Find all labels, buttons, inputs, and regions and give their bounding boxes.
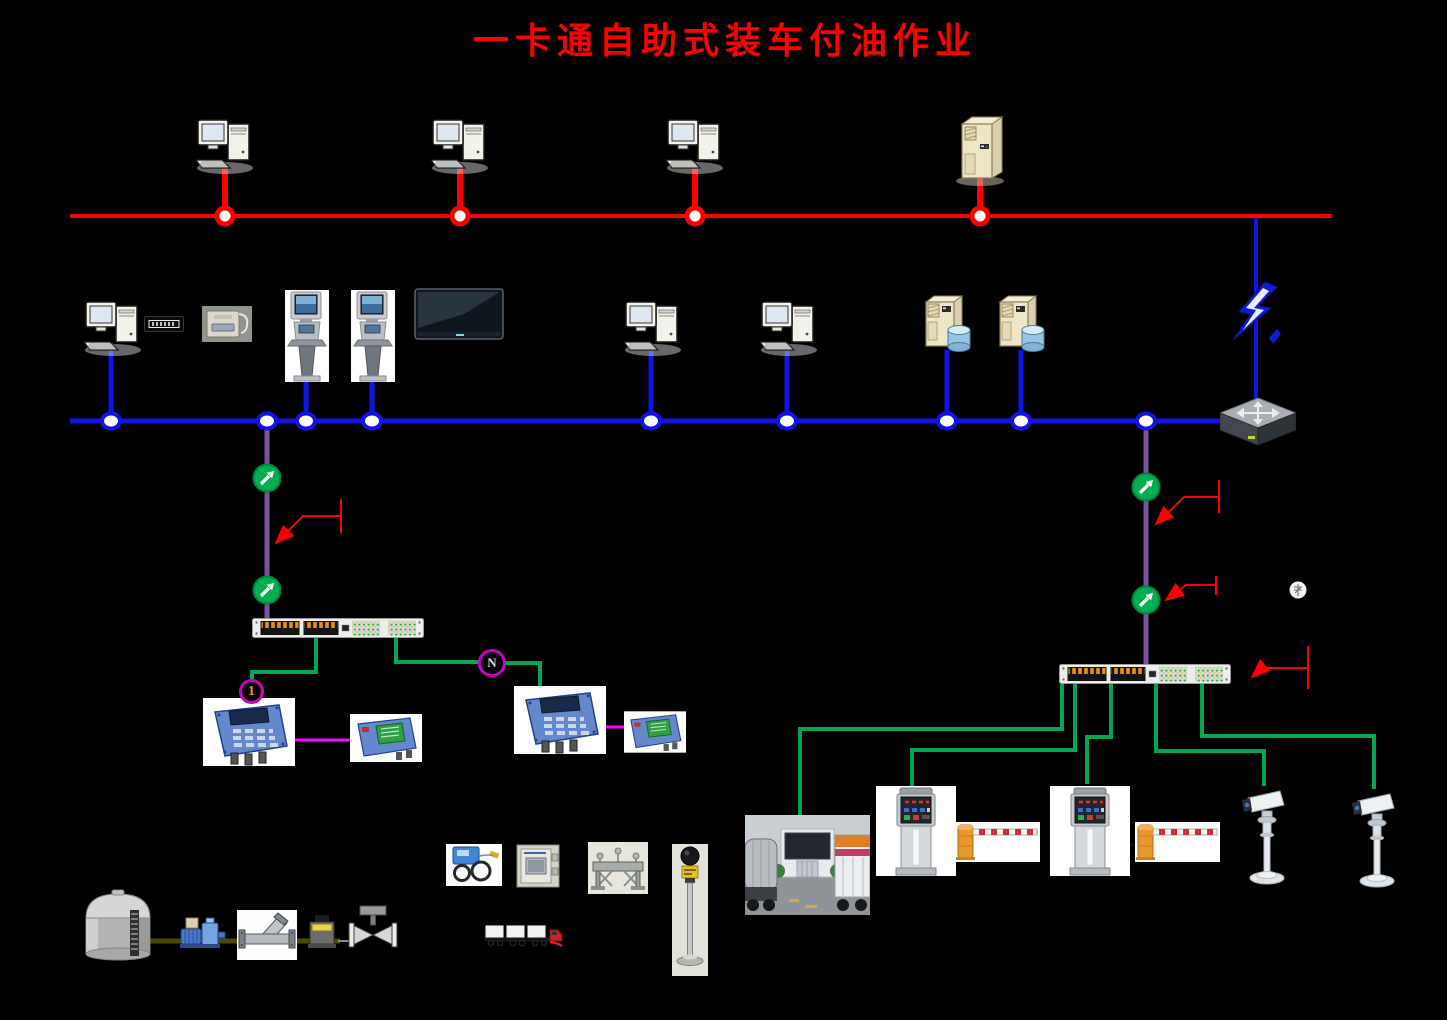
junction-layer	[100, 205, 1157, 431]
cctv-camera-icon-2	[1351, 793, 1395, 888]
workstation-icon-3	[665, 119, 724, 175]
workstation-icon-1	[195, 119, 254, 175]
small-glyph-marker	[1289, 581, 1307, 599]
card-reader-icon	[202, 306, 252, 342]
loading-site-photo	[745, 815, 870, 915]
loading-spot-label-nth: N	[478, 649, 506, 677]
cctv-camera-icon-1	[1241, 790, 1285, 885]
wire-layer	[70, 166, 1376, 944]
batch-controller-icon-1	[203, 698, 295, 766]
fiber-converter-icon-r2	[1131, 585, 1161, 615]
fiber-converter-icon-l2	[252, 575, 282, 605]
serial-server-icon-2	[1058, 664, 1232, 684]
database-server-icon-1	[925, 295, 971, 353]
database-server-icon-2	[999, 295, 1045, 353]
control-valve-icon	[348, 905, 398, 948]
storage-tank-icon	[85, 889, 151, 961]
workstation-icon-2	[430, 119, 489, 175]
page-title: 一卡通自助式装车付油作业	[472, 21, 977, 61]
lan-bus-drops	[108, 346, 1024, 421]
office-bus-junctions	[214, 205, 991, 227]
y-strainer-icon	[237, 910, 297, 960]
callout-leader-r2	[1164, 582, 1216, 602]
self-service-kiosk-icon-1	[285, 290, 329, 382]
indicator-box-icon	[144, 316, 184, 332]
lane-terminal-icon-1	[876, 786, 956, 876]
callout-leader-left	[274, 515, 341, 545]
device-layer	[83, 116, 1395, 976]
io-module-icon-2	[624, 710, 686, 754]
tanker-truck-icon	[483, 923, 564, 948]
serial-server-icon-1	[252, 618, 424, 638]
display-screen-icon	[414, 288, 504, 340]
callout-layer	[274, 480, 1309, 689]
level-probe-icon	[672, 844, 708, 976]
fiber-converter-icon-r1	[1131, 472, 1161, 502]
application-server-icon	[955, 116, 1005, 187]
barrier-gate-icon-1	[955, 822, 1040, 862]
gangway-icon	[588, 842, 648, 894]
io-module-icon-1	[350, 714, 422, 762]
batch-controller-icon-2	[514, 686, 606, 754]
barrier-gate-icon-2	[1135, 822, 1220, 862]
pump-icon	[180, 917, 226, 949]
fiber-converter-icon-l1	[252, 463, 282, 493]
lane-terminal-icon-2	[1050, 786, 1130, 876]
grounding-controller-icon	[516, 844, 560, 888]
self-service-kiosk-icon-2	[351, 290, 395, 382]
callout-leader-r1	[1154, 496, 1219, 526]
grounding-device-icon	[446, 844, 502, 886]
workstation-icon-5	[759, 301, 818, 357]
flow-meter-icon	[307, 914, 337, 949]
office-bus-drops	[222, 166, 983, 216]
core-switch-icon	[1220, 398, 1296, 446]
workstation-icon-4	[623, 301, 682, 357]
serial-links	[250, 636, 1376, 816]
lan-bus-junctions	[100, 411, 1157, 431]
operator-workstation-icon	[83, 301, 142, 357]
callout-leader-r3	[1250, 659, 1308, 679]
loading-spot-label-first: 1	[239, 679, 264, 704]
